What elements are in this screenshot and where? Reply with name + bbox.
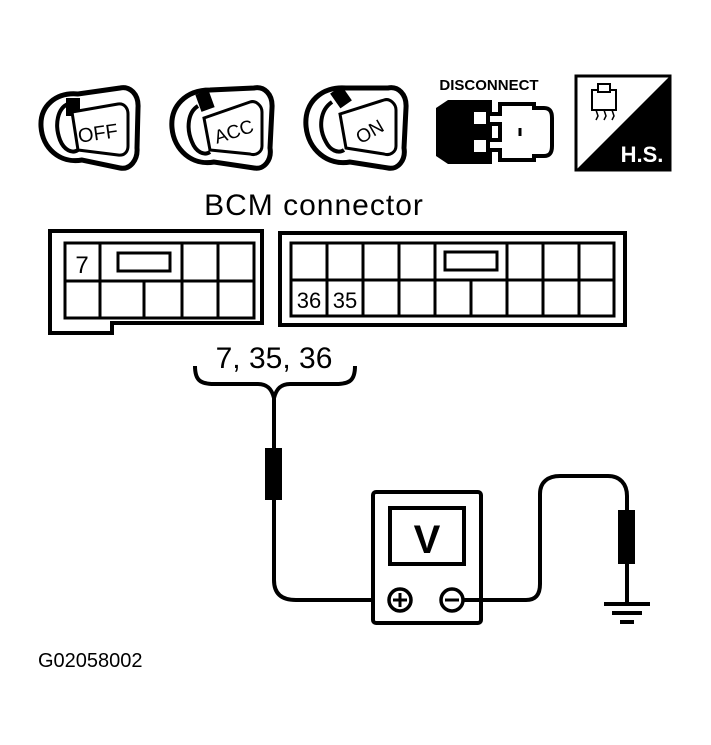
disconnect-label: DISCONNECT: [439, 77, 538, 94]
connector-left: 7: [48, 229, 264, 335]
terminal-7: 7: [75, 252, 88, 279]
meter-display: V: [414, 518, 441, 562]
connector-title: BCM connector: [204, 189, 424, 222]
voltmeter: V: [371, 490, 483, 625]
ignition-key-off-icon: OFF: [38, 85, 141, 171]
probe-terminals-label: 7, 35, 36: [216, 342, 333, 375]
figure-id: G02058002: [38, 650, 143, 672]
positive-probe: [265, 398, 386, 602]
ignition-key-on-icon: ON: [303, 85, 409, 171]
ground-icon: [604, 602, 650, 624]
disconnect-connector-icon: DISCONNECT: [436, 77, 554, 164]
connector-right: 36 35: [278, 231, 627, 327]
terminal-36: 36: [297, 288, 321, 313]
negative-probe: [463, 474, 635, 604]
harness-side-connector-icon: H.S.: [574, 74, 672, 172]
ignition-key-acc-icon: ACC: [169, 85, 275, 171]
hs-label: H.S.: [621, 142, 664, 167]
wire-connector-icon: [591, 83, 617, 121]
terminal-35: 35: [333, 288, 357, 313]
